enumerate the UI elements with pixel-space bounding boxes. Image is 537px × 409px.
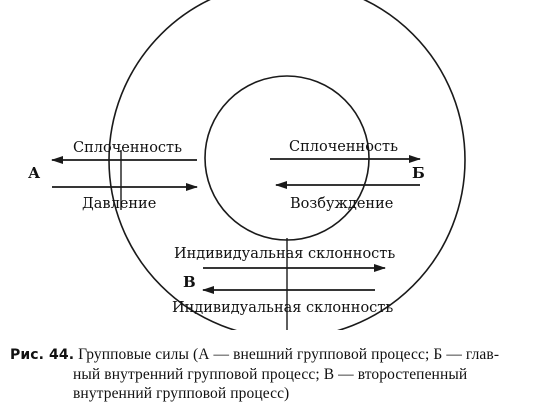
label-outer-cohesion: Сплоченность	[73, 140, 182, 156]
figure-number: Рис. 44.	[10, 347, 75, 363]
letter-v: В	[183, 273, 196, 291]
label-excitement: Возбуждение	[290, 196, 393, 212]
caption-line-3: внутренний групповой процесс)	[73, 385, 290, 402]
label-pressure: Давление	[82, 196, 156, 212]
letter-b: Б	[412, 164, 425, 182]
group-forces-diagram: Сплоченность Давление Сплоченность Возбу…	[28, 0, 466, 330]
figure-caption: Рис. 44. Групповые силы (А — внешний гру…	[10, 345, 530, 403]
label-inclination-bottom: Индивидуальная склонность	[172, 300, 393, 316]
caption-line-1: Рис. 44. Групповые силы (А — внешний гру…	[10, 345, 530, 365]
label-inclination-top: Индивидуальная склонность	[174, 246, 395, 262]
caption-line-2: ный внутренний групповой процесс; В — вт…	[73, 366, 468, 383]
caption-text-1: Групповые силы (А — внешний групповой пр…	[78, 346, 500, 363]
inner-circle	[204, 75, 370, 241]
letter-a: А	[28, 164, 41, 182]
label-inner-cohesion: Сплоченность	[289, 139, 398, 155]
